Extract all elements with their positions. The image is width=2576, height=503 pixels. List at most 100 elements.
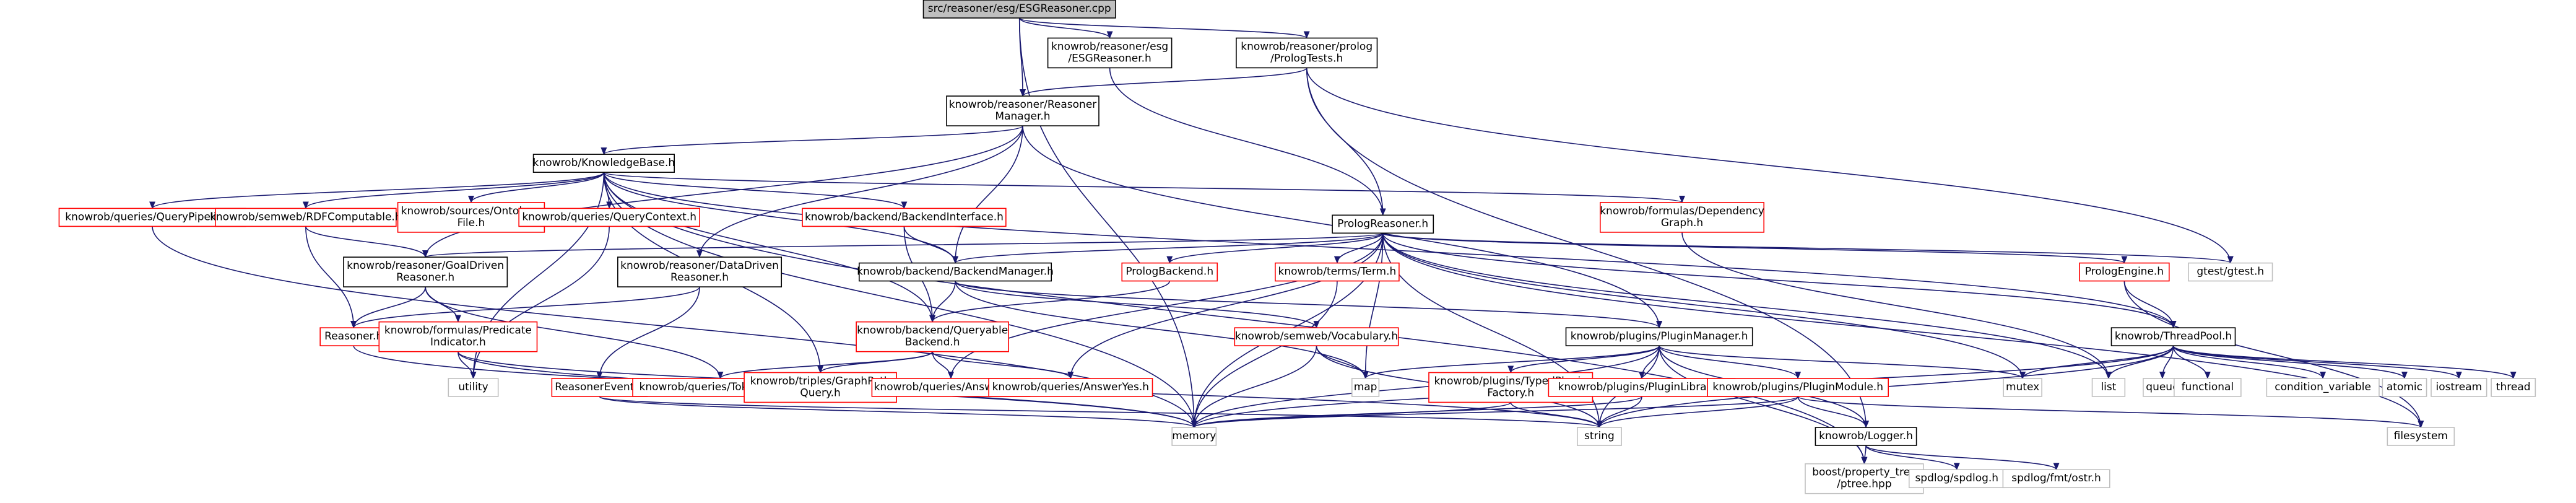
edge-preas-to-gtest (1382, 232, 2234, 264)
edge-ptests-to-logger (1306, 68, 1869, 429)
node-pmgr[interactable]: knowrob/plugins/PluginManager.h (1565, 327, 1753, 346)
edge-pind-to-utility (458, 351, 477, 379)
node-ayes[interactable]: knowrob/queries/AnswerYes.h (988, 378, 1153, 397)
node-logger[interactable]: knowrob/Logger.h (1815, 427, 1917, 446)
node-box-memory (1171, 427, 1217, 446)
node-revt[interactable]: ReasonerEvent.h (551, 378, 648, 397)
edge-rmgr-to-bmgr (952, 126, 1023, 264)
node-root[interactable]: src/reasoner/esg/ESGReasoner.cpp (922, 0, 1116, 19)
node-label-logger: knowrob/Logger.h (1819, 430, 1913, 442)
node-label-ontf: knowrob/sources/Ontology (401, 205, 542, 217)
node-box-pmod (1707, 378, 1889, 397)
node-label-ptests: /PrologTests.h (1270, 52, 1343, 64)
edge-tpool-to-iostream (2172, 345, 2462, 379)
edge-ddr-to-reas (350, 286, 700, 329)
node-reas[interactable]: Reasoner.h (319, 327, 388, 346)
edge-qp-to-memory (152, 226, 1197, 429)
node-voc[interactable]: knowrob/semweb/Vocabulary.h (1234, 327, 1399, 346)
node-rdfc[interactable]: knowrob/semweb/RDFComputable.h (210, 208, 402, 227)
edge-preas-to-mutex (1382, 233, 2026, 379)
edge-revt-to-string (599, 396, 1602, 429)
edge-peng-to-fs (2123, 281, 2424, 429)
edge-logger-to-fmt (1865, 445, 2060, 471)
node-box-voc (1234, 327, 1399, 346)
node-kb[interactable]: knowrob/KnowledgeBase.h (533, 154, 675, 173)
node-label-gdr: knowrob/reasoner/GoalDriven (347, 260, 504, 272)
node-label-tpool: knowrob/ThreadPool.h (2115, 330, 2232, 343)
node-label-depg: knowrob/formulas/Dependency (1600, 205, 1764, 217)
edge-bmgr-to-map (955, 281, 1369, 379)
edges-layer (149, 17, 2517, 471)
node-label-gtest: gtest/gtest.h (2197, 266, 2264, 278)
edge-preas-to-gdr (423, 232, 1384, 258)
node-fs: filesystem (2387, 427, 2455, 446)
edge-qbk-to-gq (817, 351, 933, 374)
edge-depg-to-list (1681, 232, 2112, 379)
node-fmt: spdlog/fmt/ostr.h (2002, 469, 2110, 489)
node-thread: thread (2491, 378, 2536, 397)
node-tpool[interactable]: knowrob/ThreadPool.h (2110, 327, 2236, 346)
edge-preas-to-tpool (1382, 233, 2177, 329)
node-ptests[interactable]: knowrob/reasoner/prolog/PrologTests.h (1236, 37, 1378, 69)
edge-preas-to-peng (1382, 232, 2127, 264)
node-box-bif (802, 208, 1007, 227)
node-box-root (922, 0, 1116, 19)
node-preas[interactable]: PrologReasoner.h (1332, 214, 1434, 234)
node-label-gq: knowrob/triples/GraphPath (750, 375, 891, 387)
edge-voc-to-map (1316, 346, 1369, 379)
edge-tpool-to-list (2105, 345, 2174, 379)
edge-ptests-to-gtest (1306, 68, 2234, 264)
node-qctx[interactable]: knowrob/queries/QueryContext.h (518, 208, 700, 227)
node-bmgr[interactable]: knowrob/backend/BackendManager.h (857, 262, 1054, 282)
node-box-gdr (343, 256, 508, 287)
edge-pmgr-to-pmod (1659, 345, 1802, 379)
node-box-mutex (2003, 378, 2042, 397)
edge-rmgr-to-ddr (696, 126, 1023, 258)
node-label-qbk: knowrob/backend/Queryable (857, 325, 1008, 337)
node-term[interactable]: knowrob/terms/Term.h (1275, 262, 1400, 282)
edge-qctx-to-utility (470, 226, 610, 379)
node-pbk[interactable]: PrologBackend.h (1121, 262, 1218, 282)
node-pmod[interactable]: knowrob/plugins/PluginModule.h (1707, 378, 1889, 397)
node-peng[interactable]: PrologEngine.h (2079, 262, 2170, 282)
node-box-ayes (988, 378, 1153, 397)
node-label-ptests: knowrob/reasoner/prolog (1241, 40, 1373, 53)
edge-term-to-memory (1190, 281, 1338, 429)
edge-pmod-to-logger (1797, 396, 1869, 429)
node-list: list (2091, 378, 2126, 397)
edge-pmod-to-fs (1797, 396, 2424, 429)
edge-root-to-memory (1018, 18, 1197, 429)
node-atomic: atomic (2382, 378, 2427, 397)
node-label-peng: PrologEngine.h (2085, 266, 2164, 278)
node-plib[interactable]: knowrob/plugins/PluginLibrary.h (1548, 378, 1736, 397)
node-bif[interactable]: knowrob/backend/BackendInterface.h (802, 208, 1007, 227)
node-spdlog: spdlog/spdlog.h (1908, 469, 2005, 489)
node-box-ptree (1805, 463, 1924, 494)
edge-kb-to-qp (149, 172, 605, 209)
node-box-pmgr (1565, 327, 1753, 346)
edge-esgh-to-preas (1109, 68, 1386, 216)
edge-kb-to-bif (603, 172, 908, 209)
node-label-map: map (1354, 381, 1377, 393)
node-label-rmgr: Manager.h (995, 110, 1050, 123)
edge-gdr-to-tbuf (425, 287, 724, 379)
node-label-pind: knowrob/formulas/Predicate (384, 325, 532, 337)
node-label-pbk: PrologBackend.h (1125, 266, 1213, 278)
node-label-preas: PrologReasoner.h (1337, 217, 1428, 230)
edge-rmgr-to-kb (601, 125, 1023, 155)
node-box-reas (319, 327, 388, 346)
node-label-pind: Indicator.h (430, 336, 486, 349)
node-esgh[interactable]: knowrob/reasoner/esg/ESGReasoner.h (1047, 37, 1173, 69)
node-string: string (1577, 427, 1622, 446)
node-box-bmgr (859, 262, 1052, 282)
node-functional: functional (2174, 378, 2242, 397)
